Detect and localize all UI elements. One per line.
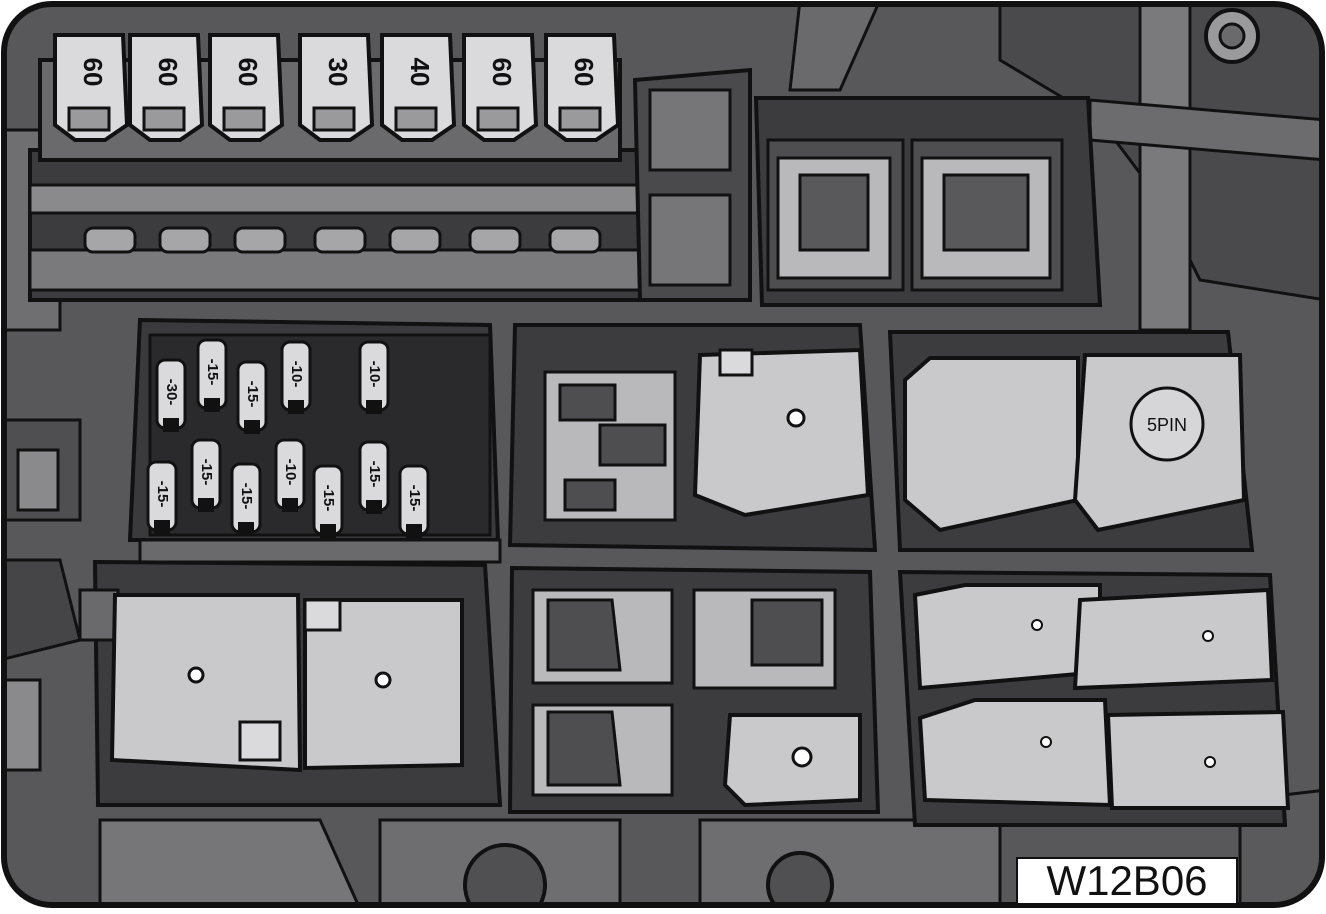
- mini-fuse: -10-: [280, 340, 312, 414]
- maxi-fuse: 60: [544, 33, 621, 142]
- relay-module-center: [507, 323, 878, 553]
- maxi-fuse-label: 30: [323, 58, 353, 87]
- maxi-fuse-label: 60: [78, 58, 108, 87]
- mini-fuse: -15-: [230, 462, 262, 536]
- mini-fuse-label: -30-: [163, 379, 180, 406]
- relay-module-left-bottom: [78, 559, 503, 807]
- maxi-fuse: 30: [298, 33, 375, 142]
- relay-socket-pair: [753, 96, 1103, 307]
- mini-fuse-group: -30- -15- -15- -10- -10- -15- -15- -15- -10- -15-…: [146, 338, 430, 538]
- maxi-fuse: 60: [128, 33, 205, 142]
- mini-fuse: -10-: [274, 438, 306, 512]
- maxi-fuse-label: 60: [569, 58, 599, 87]
- mini-fuse: -15-: [312, 464, 344, 538]
- figure-code-label: W12B06: [1016, 857, 1238, 905]
- maxi-fuse: 60: [208, 33, 285, 142]
- mini-fuse: -15-: [358, 440, 390, 514]
- mini-fuse-label: -10-: [366, 361, 383, 388]
- relay-module-right-bottom: [897, 569, 1291, 827]
- mini-fuse-label: -15-: [238, 483, 255, 510]
- mini-fuse: -15-: [398, 464, 430, 538]
- mini-fuse: -15-: [146, 460, 178, 534]
- maxi-fuse: 40: [380, 33, 457, 142]
- maxi-fuse-label: 60: [153, 58, 183, 87]
- maxi-fuse-label: 40: [405, 58, 435, 87]
- mini-fuse: -15-: [236, 360, 268, 434]
- maxi-fuse-label: 60: [487, 58, 517, 87]
- relay-module-center-bottom: [507, 565, 881, 814]
- maxi-fuse-label: 60: [233, 58, 263, 87]
- mini-fuse-label: -15-: [198, 459, 215, 486]
- maxi-fuse-group: 60 60 60 30 40 60 60: [53, 33, 621, 142]
- mini-fuse: -15-: [196, 338, 228, 412]
- mini-fuse-label: -15-: [204, 359, 221, 386]
- mini-fuse: -10-: [358, 340, 390, 414]
- mini-fuse: -15-: [190, 438, 222, 512]
- relay-pin-badge: [1129, 386, 1205, 462]
- fuse-terminals: [83, 226, 602, 254]
- maxi-fuse: 60: [462, 33, 539, 142]
- relay-module-right-top: [887, 330, 1255, 552]
- mini-fuse-label: -15-: [244, 381, 261, 408]
- mini-fuse-label: -15-: [366, 461, 383, 488]
- mini-fuse-label: -10-: [282, 459, 299, 486]
- relay-pin-label: 5PIN: [1147, 415, 1187, 435]
- mini-fuse-label: -10-: [288, 361, 305, 388]
- mini-fuse: -30-: [155, 358, 187, 432]
- wiring-connector: [632, 67, 752, 302]
- mini-fuse-label: -15-: [406, 485, 423, 512]
- mini-fuse-label: -15-: [154, 481, 171, 508]
- maxi-fuse: 60: [53, 33, 130, 142]
- mini-fuse-label: -15-: [320, 485, 337, 512]
